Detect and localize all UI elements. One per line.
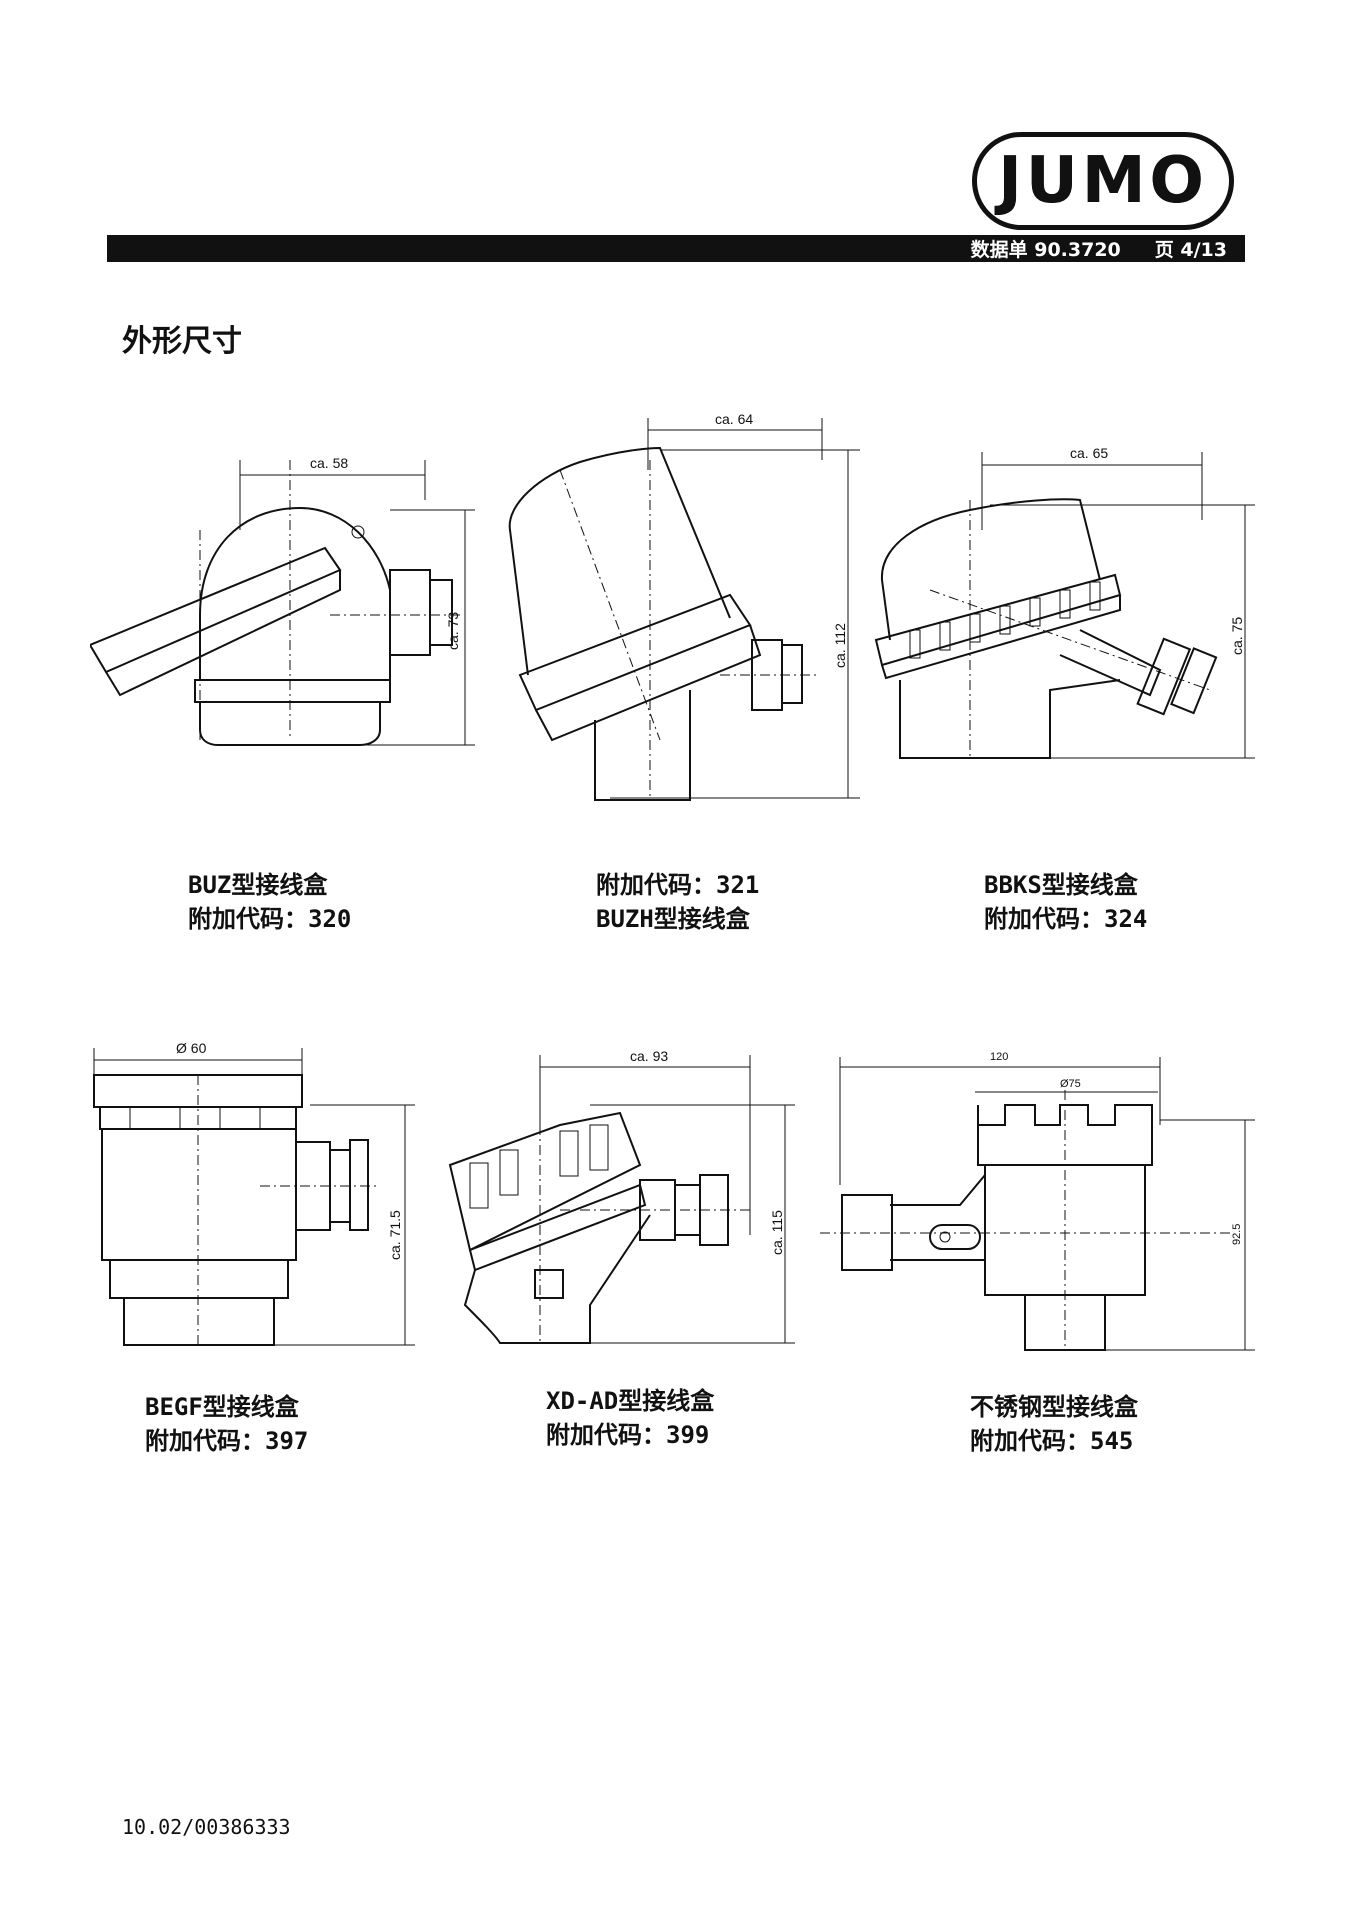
dim-width: ca. 64 bbox=[715, 411, 753, 427]
dim-height: 92.5 bbox=[1231, 1224, 1243, 1245]
caption-bbks: BBKS型接线盒 附加代码：324 bbox=[984, 868, 1147, 936]
drawing-begf: Ø 60 ca. 71.5 bbox=[80, 1030, 440, 1360]
footer-code: 10.02/00386333 bbox=[122, 1815, 291, 1839]
section-title: 外形尺寸 bbox=[122, 324, 242, 359]
caption-line1: BUZ型接线盒 bbox=[188, 871, 328, 899]
caption-line2: 附加代码：545 bbox=[970, 1427, 1134, 1455]
dim-width: Ø 60 bbox=[176, 1040, 207, 1056]
dim-height: ca. 112 bbox=[832, 623, 848, 668]
jumo-logo: JUMO bbox=[972, 132, 1234, 230]
datasheet-label: 数据单 90.3720 bbox=[970, 239, 1121, 261]
caption-line2: BUZH型接线盒 bbox=[596, 905, 750, 933]
drawing-stainless: 120 Ø75 92.5 bbox=[820, 1045, 1260, 1365]
dim-height: ca. 75 bbox=[1229, 617, 1245, 655]
drawing-bbks: ca. 65 ca. 75 bbox=[870, 440, 1270, 770]
caption-buzh: 附加代码：321 BUZH型接线盒 bbox=[596, 868, 759, 936]
caption-line1: 不锈钢型接线盒 bbox=[970, 1393, 1138, 1421]
dim-width: ca. 65 bbox=[1070, 445, 1108, 461]
logo-text: JUMO bbox=[998, 144, 1208, 218]
dim-height: ca. 115 bbox=[769, 1210, 785, 1255]
drawing-buzh: ca. 64 ca. 112 bbox=[500, 410, 880, 810]
header-bar: 数据单 90.3720 页 4/13 bbox=[107, 235, 1245, 262]
page-label: 页 4/13 bbox=[1154, 239, 1227, 261]
caption-xd-ad: XD-AD型接线盒 附加代码：399 bbox=[546, 1384, 714, 1452]
caption-line2: 附加代码：399 bbox=[546, 1421, 710, 1449]
dim-width: 120 bbox=[990, 1051, 1008, 1063]
caption-line1: 附加代码：321 bbox=[596, 871, 760, 899]
drawing-xd-ad: ca. 93 ca. 115 bbox=[440, 1045, 820, 1355]
caption-line2: 附加代码：397 bbox=[145, 1427, 309, 1455]
drawing-buz: ca. 58 ca. 73 bbox=[90, 440, 490, 760]
dim-height: ca. 71.5 bbox=[387, 1210, 403, 1260]
caption-line1: BEGF型接线盒 bbox=[145, 1393, 299, 1421]
dim-inner: Ø75 bbox=[1060, 1078, 1081, 1090]
caption-begf: BEGF型接线盒 附加代码：397 bbox=[145, 1390, 308, 1458]
caption-line2: 附加代码：324 bbox=[984, 905, 1148, 933]
caption-buz: BUZ型接线盒 附加代码：320 bbox=[188, 868, 351, 936]
caption-line1: BBKS型接线盒 bbox=[984, 871, 1138, 899]
caption-stainless: 不锈钢型接线盒 附加代码：545 bbox=[970, 1390, 1138, 1458]
caption-line2: 附加代码：320 bbox=[188, 905, 352, 933]
caption-line1: XD-AD型接线盒 bbox=[546, 1387, 715, 1415]
dim-width: ca. 93 bbox=[630, 1048, 668, 1064]
dim-width: ca. 58 bbox=[310, 455, 348, 471]
